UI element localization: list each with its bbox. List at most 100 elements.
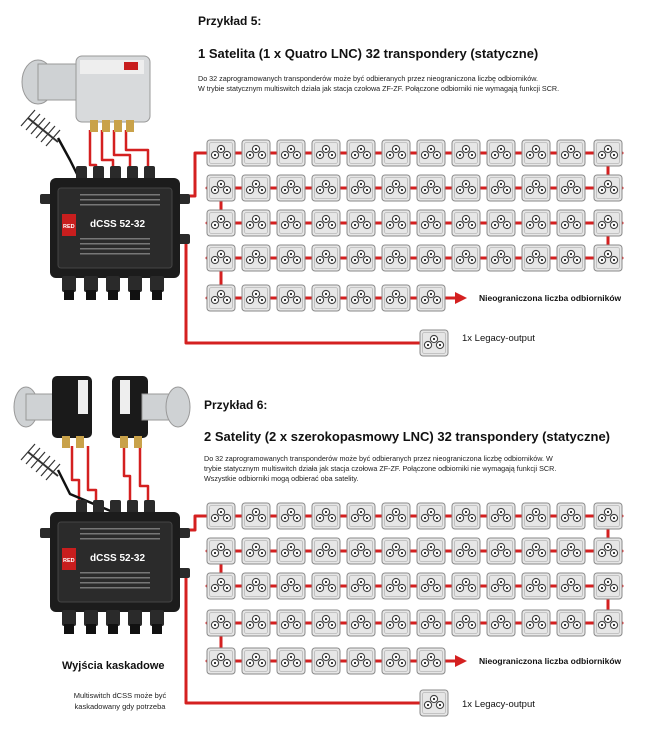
outlet-pin: [612, 153, 616, 157]
outlet-pin: [248, 551, 252, 555]
outlet-pin: [254, 252, 258, 256]
outlet-pin: [219, 655, 223, 659]
outlet-inner: [279, 247, 303, 269]
outlet-pin: [435, 258, 439, 262]
outlet-pin: [493, 223, 497, 227]
outlet-pin: [400, 516, 404, 520]
outlet-pin: [464, 510, 468, 514]
label-line: [80, 533, 160, 535]
outlet-pin: [429, 510, 433, 514]
outlet-pin: [324, 292, 328, 296]
arrow-right-icon: [455, 292, 467, 304]
wall-outlet-icon: [346, 284, 376, 312]
outlet-pin: [219, 182, 223, 186]
antenna-element: [20, 443, 36, 461]
outlet-inner: [349, 505, 373, 527]
wall-outlet-icon: [381, 572, 411, 600]
outlet-pin: [464, 545, 468, 549]
outlet-inner: [596, 142, 620, 164]
input-connector: [127, 500, 138, 514]
wall-outlet-icon: [451, 537, 481, 565]
outlet-inner: [524, 177, 548, 199]
wall-outlet-icon: [416, 647, 446, 675]
outlet-pin: [260, 623, 264, 627]
outlet-pin: [388, 258, 392, 262]
wall-outlet-icon: [521, 609, 551, 637]
outlet-inner: [489, 212, 513, 234]
outlet-pin: [254, 147, 258, 151]
cascade-port: [86, 290, 96, 300]
outlet-pin: [575, 586, 579, 590]
wall-outlet-icon: [241, 174, 271, 202]
outlet-inner: [419, 505, 443, 527]
outlet-pin: [429, 545, 433, 549]
outlet-pin: [400, 298, 404, 302]
cascade-connector: [128, 276, 142, 292]
wall-outlet-icon: [556, 537, 586, 565]
wall-outlet-icon: [381, 502, 411, 530]
outlet-inner: [349, 177, 373, 199]
device-model: dCSS 52-32: [90, 553, 145, 564]
outlet-inner: [209, 247, 233, 269]
outlet-pin: [563, 516, 567, 520]
outlet-pin: [254, 292, 258, 296]
outlet-pin: [499, 580, 503, 584]
outlet-inner: [489, 612, 513, 634]
outlet-inner: [596, 212, 620, 234]
example5-description: Do 32 zaprogramowanych transponderów moż…: [198, 74, 638, 94]
outlet-pin: [388, 223, 392, 227]
outlet-pin: [435, 586, 439, 590]
wall-outlet-icon: [276, 284, 306, 312]
outlet-pin: [438, 703, 442, 707]
outlet-pin: [225, 153, 229, 157]
outlet-pin: [359, 292, 363, 296]
lnb-connector: [134, 436, 142, 448]
outlet-inner: [419, 575, 443, 597]
input-connector: [110, 166, 121, 180]
wall-outlet-icon: [311, 174, 341, 202]
wall-outlet-icon: [556, 572, 586, 600]
outlet-pin: [600, 516, 604, 520]
outlet-pin: [330, 223, 334, 227]
outlet-pin: [528, 223, 532, 227]
outlet-pin: [353, 188, 357, 192]
wall-outlet-icon: [381, 647, 411, 675]
cascade-port: [108, 624, 118, 634]
outlet-pin: [505, 586, 509, 590]
outlet-pin: [318, 153, 322, 157]
outlet-pin: [569, 510, 573, 514]
example5-heading: 1 Satelita (1 x Quatro LNC) 32 transpond…: [198, 46, 539, 61]
wall-outlet-icon: [593, 609, 623, 637]
outlet-pin: [606, 545, 610, 549]
outlet-pin: [219, 510, 223, 514]
outlet-pin: [600, 188, 604, 192]
label-line: [80, 572, 150, 574]
wall-outlet-icon: [486, 139, 516, 167]
outlet-pin: [394, 292, 398, 296]
outlet-inner: [384, 177, 408, 199]
cascade-connector: [128, 610, 142, 626]
outlet-pin: [569, 580, 573, 584]
outlet-pin: [493, 153, 497, 157]
outlet-pin: [394, 147, 398, 151]
outlet-inner: [279, 142, 303, 164]
wall-outlet-icon: [241, 244, 271, 272]
outlet-pin: [540, 258, 544, 262]
outlet-pin: [260, 258, 264, 262]
outlet-pin: [365, 661, 369, 665]
outlet-inner: [279, 287, 303, 309]
outlet-inner: [244, 142, 268, 164]
outlet-pin: [289, 617, 293, 621]
wall-outlet-icon: [276, 209, 306, 237]
outlet-pin: [435, 516, 439, 520]
cascade-port: [108, 290, 118, 300]
wall-outlet-icon: [206, 537, 236, 565]
outlet-pin: [324, 617, 328, 621]
outlet-pin: [426, 703, 430, 707]
outlet-pin: [575, 188, 579, 192]
outlet-pin: [435, 298, 439, 302]
cascade-port: [152, 624, 162, 634]
outlet-inner: [279, 505, 303, 527]
outlet-pin: [606, 182, 610, 186]
wall-outlet-icon: [521, 244, 551, 272]
